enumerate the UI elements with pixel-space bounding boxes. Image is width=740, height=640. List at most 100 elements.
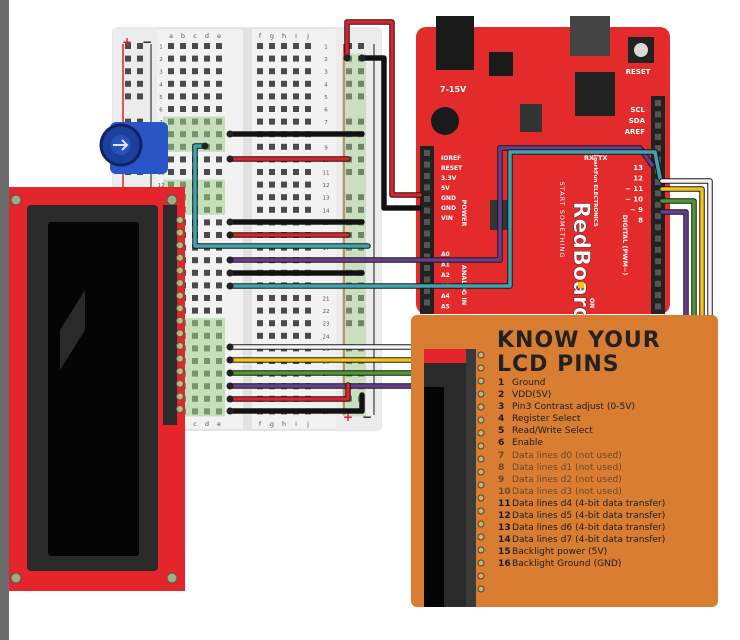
pin-number: 12	[498, 511, 511, 522]
breadboard-center-channel	[243, 28, 252, 430]
header-pin	[655, 133, 661, 140]
wire-end	[201, 142, 209, 150]
row-number: 12	[158, 183, 165, 189]
lcd-pin	[176, 304, 184, 313]
lcd-zoom-pin	[477, 481, 485, 489]
header-pin	[424, 230, 430, 237]
lcd-pin	[176, 342, 184, 350]
header-pin	[424, 219, 430, 225]
pin-number: 5	[498, 426, 505, 437]
lcd-pin	[176, 216, 184, 224]
row-number: 1	[324, 45, 328, 51]
pin-description: Backlight Ground (GND)	[512, 559, 622, 570]
breadboard-hole	[180, 43, 186, 49]
lcd-mount-hole	[166, 572, 178, 584]
breadboard-hole	[293, 295, 299, 301]
breadboard-hole	[192, 55, 198, 62]
header-pin	[655, 235, 661, 242]
rail-hole	[125, 43, 131, 49]
column-label-top: h	[282, 32, 286, 40]
pin-number: 9	[498, 474, 505, 485]
header-left	[420, 146, 434, 314]
lcd-zoom-pin	[477, 507, 485, 515]
breadboard-hole	[216, 106, 222, 112]
breadboard-hole	[305, 307, 311, 314]
breadboard-hole	[204, 232, 210, 238]
breadboard-hole	[293, 80, 299, 87]
digital-pin-label: 13	[633, 164, 643, 172]
pin-description: Backlight power (5V)	[512, 547, 608, 558]
breadboard-hole	[269, 169, 275, 175]
reset-label: RESET	[626, 68, 651, 76]
analog-pin-label: A0	[441, 251, 450, 258]
wire-end	[226, 369, 234, 377]
header-pin	[424, 173, 430, 179]
pin-description: Data lines d6 (4-bit data transfer)	[512, 523, 666, 534]
breadboard-hole	[305, 68, 311, 75]
board-name: RedBoard	[568, 202, 593, 323]
column-label-top: j	[306, 32, 309, 40]
breadboard-hole	[216, 55, 222, 62]
breadboard-hole	[281, 169, 287, 175]
wire-end	[226, 343, 234, 351]
pin-list-item: 10Data lines d3 (not used)	[498, 486, 665, 498]
column-label-top: b	[181, 32, 185, 40]
header-pin	[424, 253, 430, 260]
column-label-top: a	[169, 32, 173, 40]
breadboard-hole	[269, 55, 275, 62]
breadboard-hole	[281, 55, 287, 62]
pin-list-item: 12Data lines d5 (4-bit data transfer)	[498, 510, 665, 522]
lcd-pin	[176, 279, 184, 287]
capacitor	[431, 107, 459, 135]
breadboard-hole	[204, 307, 210, 314]
right-header-label: AREF	[625, 128, 646, 136]
column-label-top: e	[217, 32, 221, 40]
pin-number: 15	[498, 547, 511, 558]
rail-hole	[358, 156, 364, 163]
small-chip	[520, 104, 542, 132]
header-right	[651, 96, 665, 314]
power-pin-label: GND	[441, 195, 456, 202]
board-brand: SparkFun ELECTRONICS	[592, 153, 598, 227]
header-pin	[655, 179, 661, 186]
breadboard-hole	[257, 43, 263, 49]
breadboard-hole	[180, 55, 186, 62]
breadboard-hole	[293, 206, 299, 213]
breadboard-hole	[168, 93, 174, 100]
row-number: 2	[324, 57, 328, 63]
lcd-zoom-pin	[477, 377, 485, 385]
wire-end	[226, 218, 234, 226]
lcd-zoom-screen	[424, 387, 444, 607]
breadboard-hole	[180, 156, 186, 163]
breadboard-hole	[293, 68, 299, 75]
column-label-top: g	[270, 32, 274, 40]
breadboard-hole	[305, 320, 311, 327]
breadboard-hole	[168, 106, 174, 112]
pin-description: Register Select	[512, 414, 581, 425]
row-number: 5	[324, 95, 328, 101]
breadboard-hole	[257, 80, 263, 87]
right-header-label: SDA	[629, 117, 646, 125]
rail-hole	[125, 68, 131, 75]
header-pin	[655, 246, 661, 253]
breadboard-hole	[305, 43, 311, 49]
row-number: 21	[323, 297, 330, 303]
breadboard-hole	[269, 320, 275, 327]
lcd-zoom-pin	[477, 403, 485, 411]
reset-button-cap[interactable]	[634, 43, 648, 57]
breadboard-hole	[168, 169, 174, 175]
pin-number: 10	[498, 486, 511, 497]
pin-description: Pin3 Contrast adjust (0-5V)	[512, 402, 635, 413]
breadboard-hole	[216, 257, 222, 264]
breadboard-hole	[269, 307, 275, 314]
wire-pot-wiper	[193, 144, 370, 248]
header-pin	[655, 303, 661, 310]
pin-description: Data lines d3 (not used)	[512, 486, 622, 497]
voltage-label: 7-15V	[440, 85, 467, 94]
lcd-zoom-pin	[477, 572, 485, 580]
digital-section-label: DIGITAL (PWM~)	[621, 215, 629, 276]
